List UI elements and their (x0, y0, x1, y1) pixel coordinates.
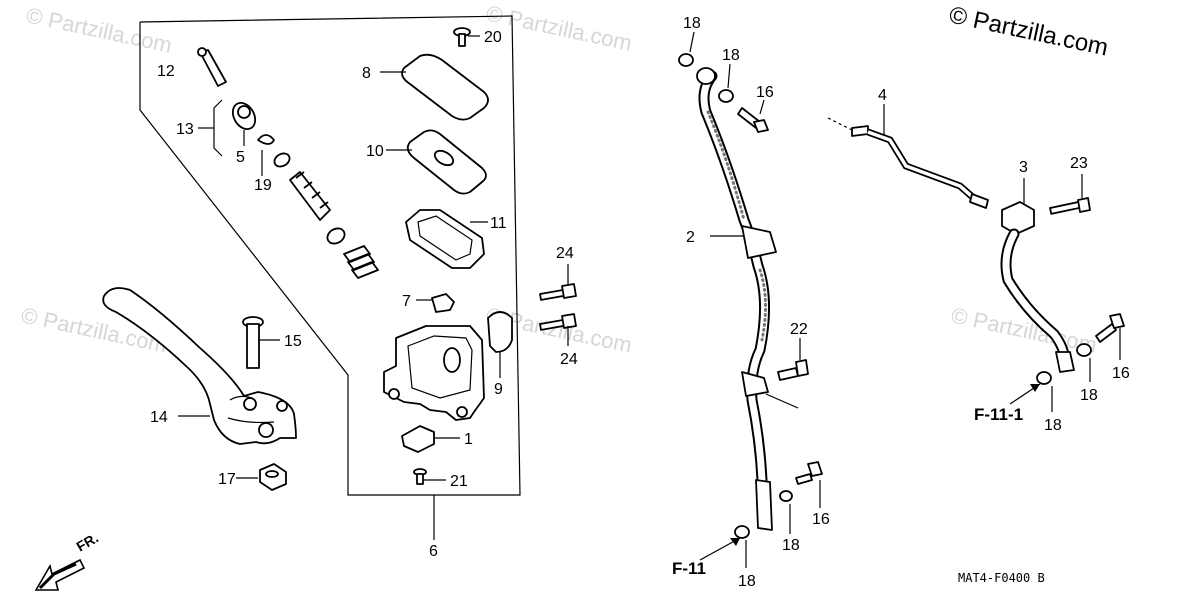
callout-2: 2 (686, 229, 695, 246)
part-4-brake-pipe (827, 117, 989, 209)
part-3-joint (1001, 178, 1035, 235)
part-23-bolt (1049, 174, 1091, 215)
part-21-screw (413, 468, 446, 485)
callout-19: 19 (254, 177, 272, 194)
part-11-diaphragm (405, 209, 485, 269)
callout-9: 9 (494, 381, 503, 398)
part-master-cylinder-body (383, 325, 485, 421)
part-20-screw (453, 27, 471, 47)
ref-arrow-f111 (1009, 383, 1041, 405)
callout-5: 5 (236, 149, 245, 166)
callout-10: 10 (366, 143, 384, 160)
part-2-brake-hose (696, 67, 777, 531)
part-9-holder (487, 311, 513, 378)
callout-16-c: 16 (1112, 365, 1130, 382)
part-12-pin (197, 47, 227, 87)
part-17-nut (259, 463, 287, 491)
callout-7: 7 (402, 293, 411, 310)
washers-18 (678, 53, 1092, 539)
part-piston (289, 171, 331, 221)
watermark: © Partzilla.com (24, 2, 174, 57)
callout-22: 22 (790, 321, 808, 338)
callout-18-a: 18 (683, 15, 701, 32)
part-22-bolt (777, 359, 809, 381)
callout-18-e: 18 (1080, 387, 1098, 404)
callout-4: 4 (878, 87, 887, 104)
ref-f11-1: F-11-1 (974, 405, 1023, 424)
part-24-bolt-lower (539, 313, 577, 346)
ref-arrow-f11 (699, 537, 741, 561)
direction-label: FR. (74, 529, 102, 554)
callout-18-b: 18 (722, 47, 740, 64)
part-24-bolt-upper (539, 264, 577, 301)
callout-18-f: 18 (1044, 417, 1062, 434)
part-7-clip (431, 293, 455, 313)
callout-labels: 12 13 5 19 15 14 17 20 8 10 11 7 9 1 21 … (150, 15, 1130, 590)
callout-8: 8 (362, 65, 371, 82)
part-8-reservoir-cap (401, 53, 489, 121)
ref-f11: F-11 (672, 559, 706, 578)
part-spring-cups (326, 227, 379, 279)
callout-1: 1 (464, 431, 473, 448)
callout-23: 23 (1070, 155, 1088, 172)
callout-24-upper: 24 (556, 245, 574, 262)
front-direction-arrow: FR. (34, 529, 102, 591)
part-19-circlip (257, 134, 291, 168)
callout-16-b: 16 (812, 511, 830, 528)
diagram-code: MAT4-F0400 B (958, 571, 1045, 585)
callout-18-c: 18 (782, 537, 800, 554)
callout-15: 15 (284, 333, 302, 350)
callout-16-a: 16 (756, 84, 774, 101)
callout-18-d: 18 (738, 573, 756, 590)
bolts-16 (737, 107, 1125, 485)
bracket-13 (213, 99, 223, 157)
part-14-brake-lever (102, 287, 297, 445)
callout-24-lower: 24 (560, 351, 578, 368)
part-15-pivot-bolt (242, 316, 264, 369)
brand-watermark: © Partzilla.com (947, 1, 1111, 61)
part-5-boot (231, 101, 257, 131)
callout-21: 21 (450, 473, 468, 490)
callout-12: 12 (157, 63, 175, 80)
watermark: © Partzilla.com (484, 0, 634, 55)
callout-3: 3 (1019, 159, 1028, 176)
callout-13: 13 (176, 121, 194, 138)
callout-17: 17 (218, 471, 236, 488)
callout-6: 6 (429, 543, 438, 560)
callout-11: 11 (490, 215, 507, 232)
callout-14: 14 (150, 409, 168, 426)
assembly-boundary-6 (139, 15, 521, 496)
callout-20: 20 (484, 29, 502, 46)
part-1-brake-switch (401, 425, 460, 453)
part-brake-hose-right (1000, 228, 1075, 373)
